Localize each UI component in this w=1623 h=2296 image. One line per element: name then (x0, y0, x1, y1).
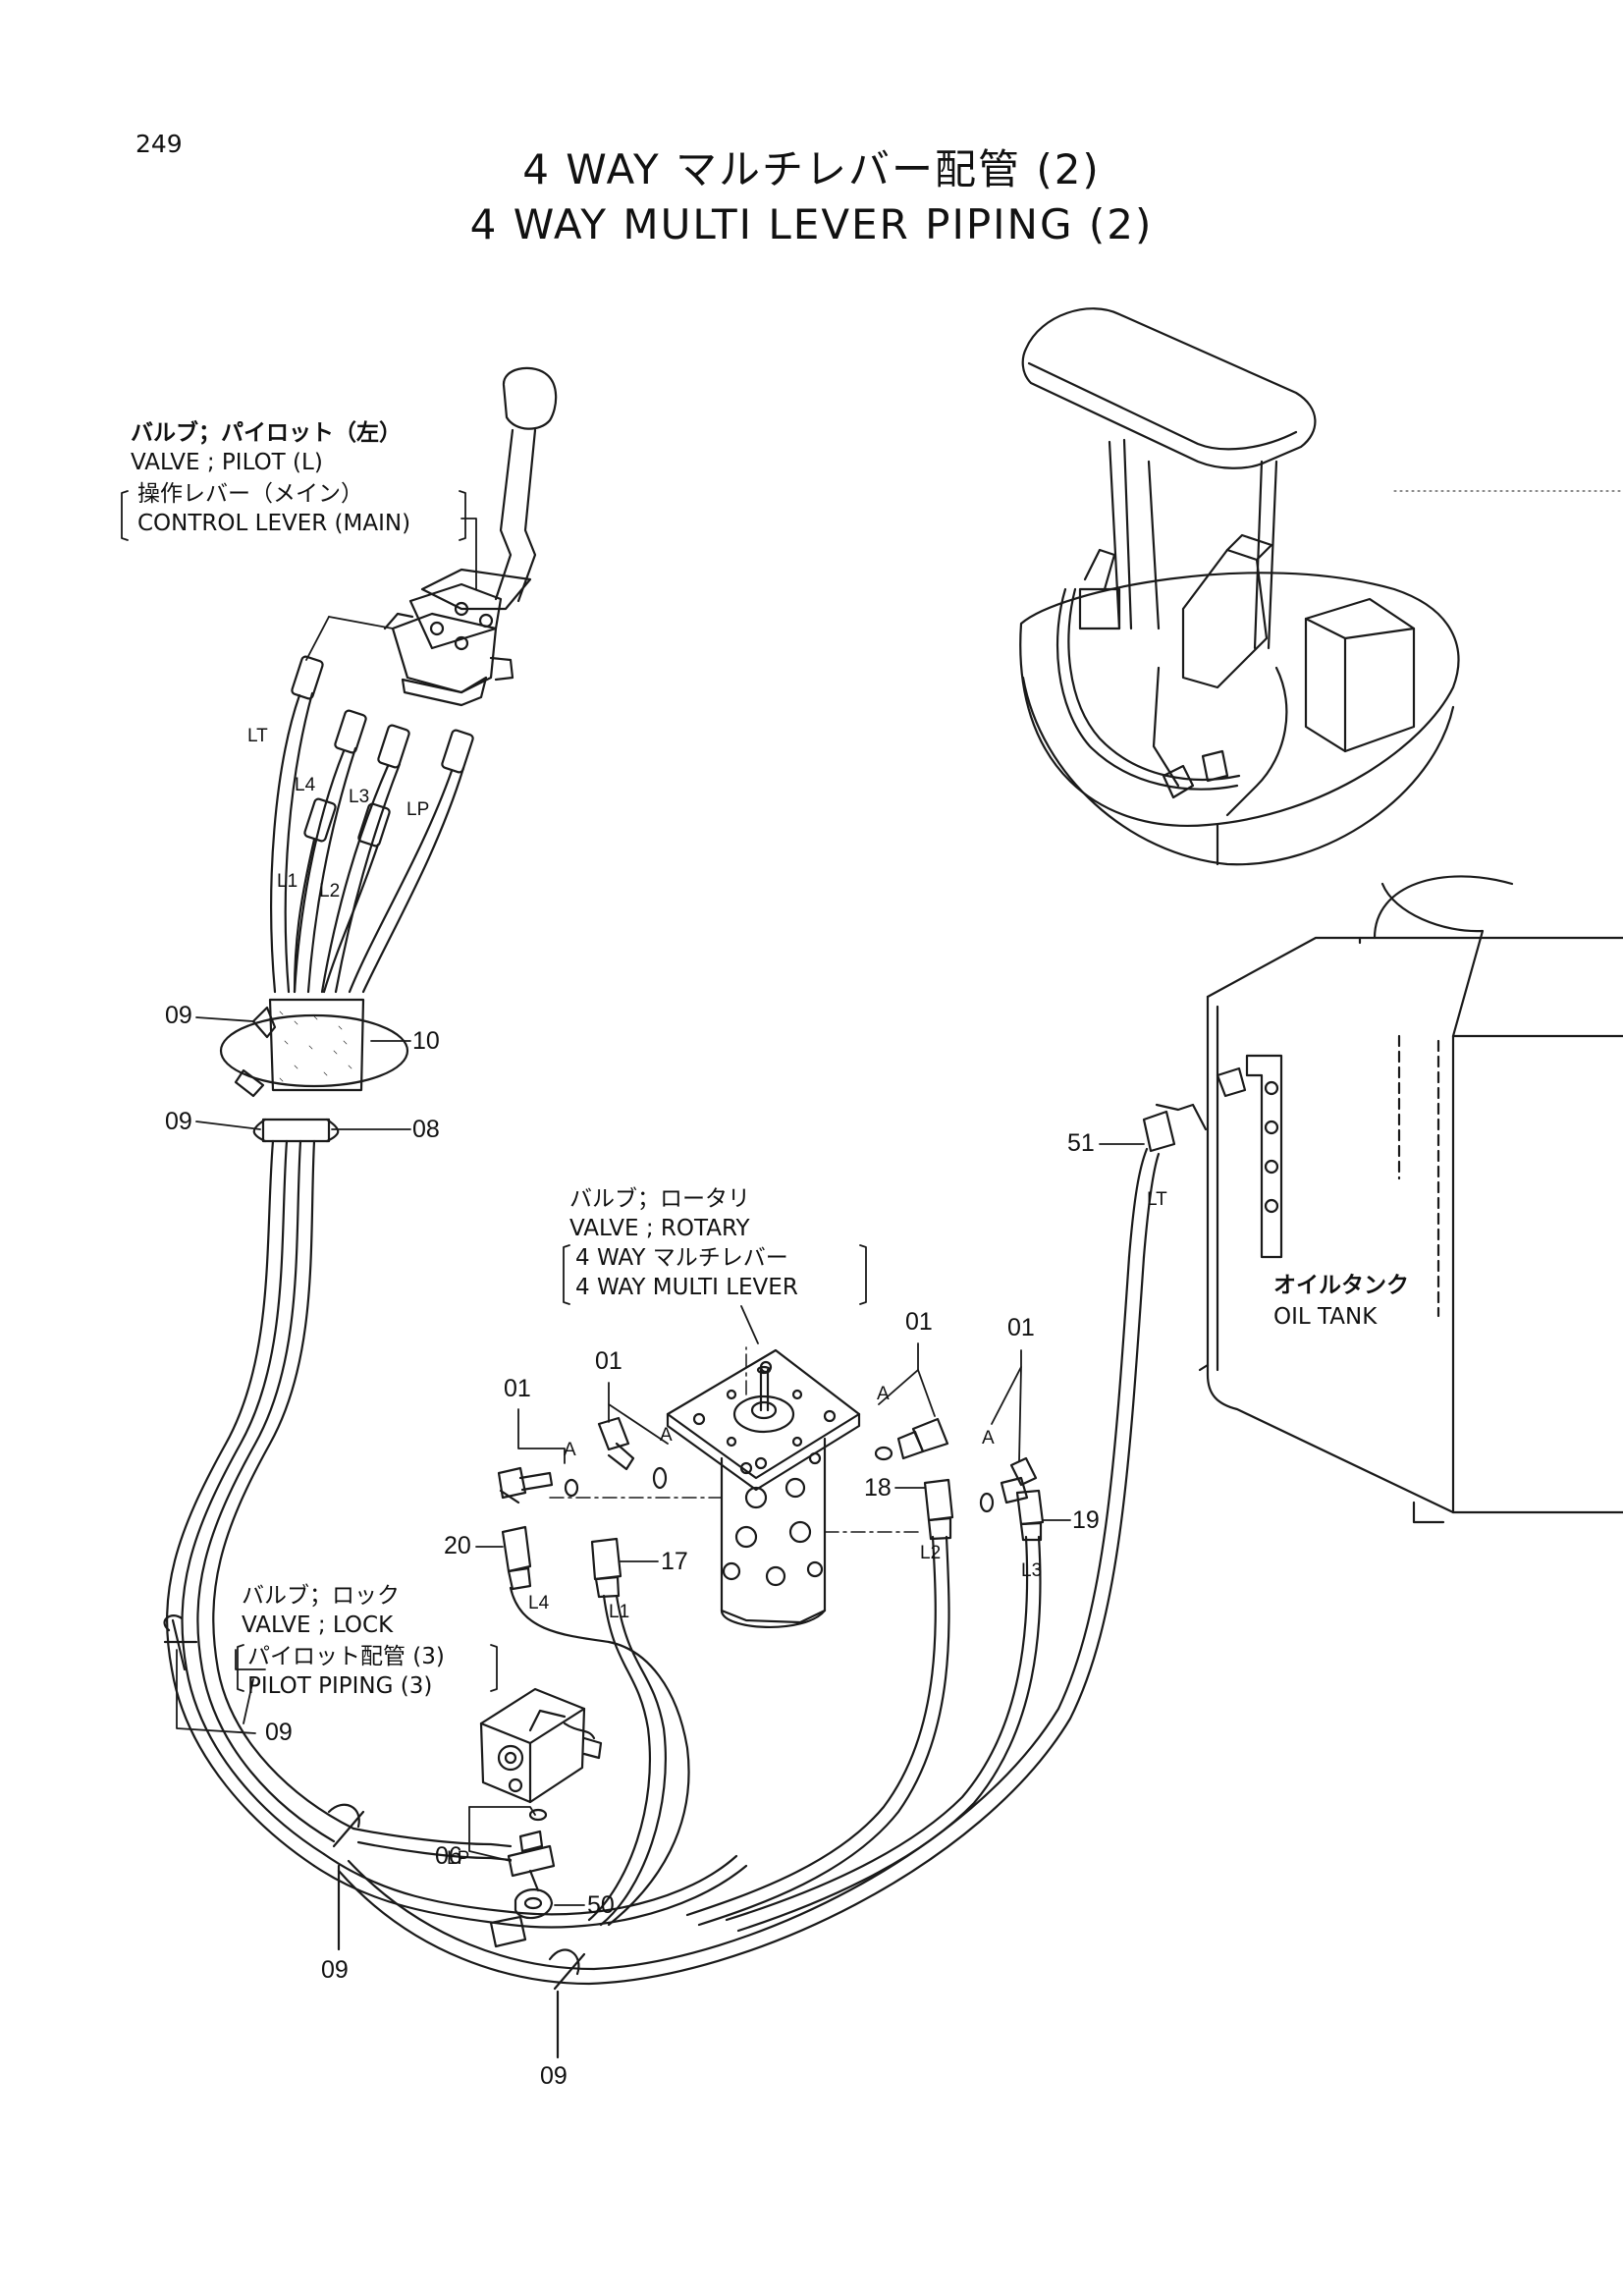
part-number-01-b: 01 (595, 1347, 622, 1375)
pilot-valve-label-en: VALVE ; PILOT (L) (131, 450, 323, 475)
lock-valve-sub-en: PILOT PIPING (3) (247, 1673, 433, 1699)
line-label-lp-bottom: LP (447, 1848, 470, 1869)
section-marker-a3: A (877, 1384, 890, 1404)
pilot-valve-label-jp: バルブ；パイロット（左） (131, 420, 402, 446)
part-number-09-bottom-left: 09 (321, 1956, 349, 1984)
pilot-valve-sub-jp: 操作レバー（メイン） (137, 481, 363, 507)
band-leaders (176, 1016, 411, 1734)
section-marker-a2: A (660, 1425, 673, 1446)
part-number-20: 20 (444, 1532, 471, 1559)
line-label-lt-top: LT (247, 726, 268, 746)
rotary-valve-sub-en: 4 WAY MULTI LEVER (575, 1275, 798, 1300)
elbow-fittings (497, 1416, 1038, 1513)
part-leaders (517, 1244, 1022, 1464)
section-marker-a1: A (564, 1440, 576, 1460)
part-number-10: 10 (412, 1027, 440, 1055)
part-number-09-bottom-right: 09 (540, 2062, 568, 2090)
title-japanese: 4 WAY マルチレバー配管 (2) (522, 145, 1101, 193)
oil-tank-illustration (1099, 875, 1623, 1524)
line-label-l3-bottom: L3 (1021, 1560, 1043, 1581)
title-english: 4 WAY MULTI LEVER PIPING (2) (469, 200, 1154, 248)
machine-cab-illustration (1019, 307, 1623, 866)
part-number-06: 06 (435, 1842, 462, 1870)
part-number-09-side: 09 (265, 1719, 293, 1746)
lock-valve-sub-jp: パイロット配管 (3) (247, 1644, 445, 1669)
part-number-51: 51 (1067, 1129, 1095, 1157)
rotary-valve-sub-jp: 4 WAY マルチレバー (575, 1245, 788, 1271)
section-marker-a4: A (982, 1428, 995, 1449)
rotary-valve-label-jp: バルブ；ロータリ (569, 1186, 750, 1212)
bottom-clips (327, 1803, 586, 2059)
line-label-lp-top: LP (406, 799, 430, 820)
hose-bundle (163, 691, 465, 1868)
line-label-l3-top: L3 (349, 787, 370, 807)
lock-valve-label-en: VALVE ; LOCK (242, 1613, 394, 1638)
pilot-valve-sub-en: CONTROL LEVER (MAIN) (137, 511, 411, 536)
line-label-l1-bottom: L1 (609, 1602, 630, 1622)
part-number-08: 08 (412, 1116, 440, 1143)
part-number-01-a: 01 (504, 1375, 531, 1402)
line-label-l1-top: L1 (277, 871, 298, 892)
lock-valve-illustration (235, 1644, 603, 1948)
part-number-01-d: 01 (1007, 1314, 1035, 1341)
line-label-lt-tank: LT (1147, 1189, 1167, 1210)
part-number-17: 17 (661, 1548, 688, 1575)
rotary-valve-illustration (666, 1348, 861, 1628)
lock-valve-label-jp: バルブ；ロック (242, 1583, 400, 1609)
line-label-l4-top: L4 (295, 775, 316, 795)
straight-fittings (475, 1478, 1071, 1599)
oil-tank-label-jp: オイルタンク (1273, 1273, 1409, 1298)
part-number-19: 19 (1072, 1506, 1100, 1534)
lever-leaders (121, 490, 477, 661)
part-number-50: 50 (587, 1891, 615, 1919)
lower-hose-routing (312, 1147, 1161, 1986)
centerlines (549, 1346, 919, 1533)
control-lever-illustration (291, 366, 558, 847)
part-number-09-mid: 09 (165, 1108, 192, 1135)
part-number-01-c: 01 (905, 1308, 933, 1336)
line-label-l2-bottom: L2 (920, 1543, 942, 1563)
part-number-18: 18 (864, 1474, 892, 1502)
oil-tank-label-en: OIL TANK (1273, 1304, 1378, 1330)
line-label-l2-top: L2 (319, 881, 341, 902)
rotary-valve-label-en: VALVE ; ROTARY (569, 1216, 750, 1241)
line-label-l4-bottom: L4 (528, 1593, 550, 1613)
part-number-09-upper: 09 (165, 1002, 192, 1029)
page-number: 249 (135, 130, 183, 158)
